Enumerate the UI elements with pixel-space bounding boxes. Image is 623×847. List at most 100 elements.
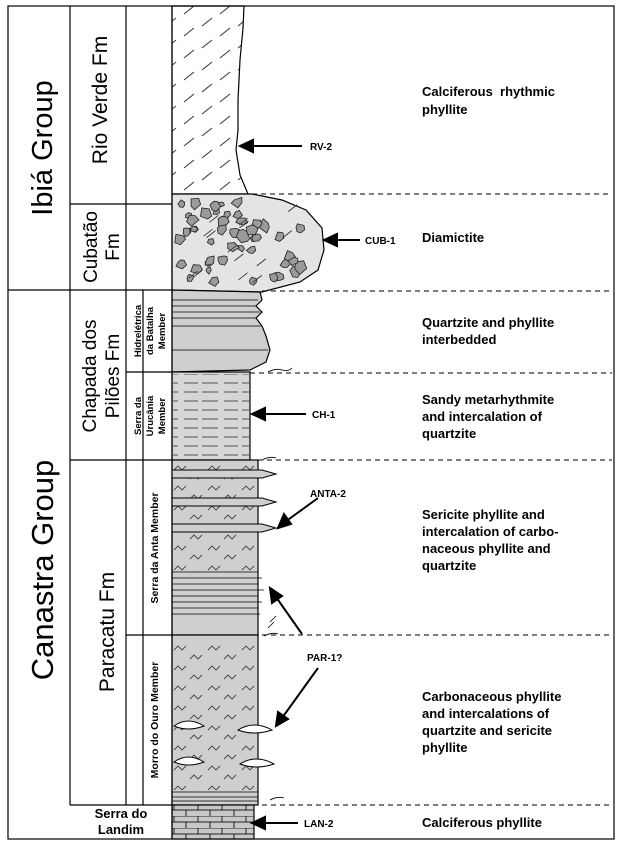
arrow-anta2	[284, 497, 319, 523]
clast-shape	[274, 231, 285, 242]
clast-shape	[209, 200, 222, 213]
lithology-desc-6d: phyllite	[422, 740, 468, 755]
lithology-desc-5b: intercalation of carbo-	[422, 524, 559, 539]
arrowhead-par1-up-icon	[268, 585, 284, 605]
clast-shape	[227, 242, 240, 253]
clast-shape	[174, 233, 187, 246]
lithology-desc-1b: phyllite	[422, 102, 468, 117]
morro-ouro-pattern	[173, 640, 257, 790]
clast-shape	[294, 260, 308, 276]
member-label-hidreletrica-2: da Batalha	[145, 306, 156, 355]
serra-anta-tongues	[171, 469, 278, 533]
diamictite-clasts	[174, 196, 308, 287]
clast-shape	[204, 255, 215, 266]
clast-shape	[269, 272, 279, 283]
hidreletrica-beds	[172, 299, 268, 351]
lithology-desc-4a: Sandy metarhythmite	[422, 392, 554, 407]
clast-shape	[190, 225, 199, 233]
lithology-desc-1a: Calciferous rhythmic	[422, 84, 555, 99]
member-label-hidreletrica-3: Member	[157, 312, 168, 349]
erosion-ticks	[261, 367, 293, 801]
matrix-dash	[234, 253, 244, 262]
serra-landim-unit	[171, 804, 255, 840]
matrix-dash	[206, 230, 216, 238]
matrix-dash	[238, 217, 249, 226]
clast-shape	[190, 197, 202, 211]
matrix-dash	[287, 204, 298, 212]
clast-shape	[205, 266, 212, 275]
matrix-dash	[238, 272, 248, 281]
urucania-pattern	[173, 374, 249, 458]
formation-label-chapada-2: Pilões Fm	[103, 334, 124, 418]
clast-shape	[182, 227, 191, 238]
member-label-serra-anta: Serra da Anta Member	[149, 492, 161, 603]
arrow-par1-up	[275, 596, 303, 635]
lithology-desc-4c: quartzite	[422, 426, 476, 441]
clast-shape	[251, 233, 262, 242]
morro-ouro-base-laminae	[172, 791, 258, 802]
arrowhead-ch1-icon	[249, 406, 266, 422]
group-label-canastra: Canastra Group	[25, 460, 60, 681]
member-label-morro-ouro: Morro do Ouro Member	[149, 662, 161, 779]
lithology-desc-5a: Sericite phyllite and	[422, 507, 545, 522]
formation-label-chapada-1: Chapada dos	[80, 319, 101, 432]
clast-shape	[223, 210, 232, 219]
member-label-hidreletrica-1: Hidrelétrica	[133, 304, 144, 357]
clast-shape	[208, 276, 220, 287]
clast-shape	[177, 199, 186, 208]
member-label-urucania-3: Member	[157, 397, 168, 434]
lithology-column	[171, 5, 325, 840]
member-label-urucania-1: Serra da	[133, 396, 144, 435]
arrowhead-par1-down-icon	[274, 710, 290, 728]
clast-shape	[287, 256, 299, 267]
arrowhead-lan2-icon	[249, 815, 266, 831]
morro-ouro-lenses	[172, 720, 276, 768]
arrowhead-rv2-icon	[237, 138, 254, 154]
matrix-dash	[252, 275, 263, 283]
matrix-dash	[256, 258, 267, 267]
sample-label-rv2: RV-2	[310, 142, 332, 153]
matrix-dash	[209, 214, 219, 223]
serra-anta-pattern	[173, 462, 257, 572]
lithology-desc-7: Calciferous phyllite	[422, 815, 542, 830]
lithology-desc-5d: quartzite	[422, 558, 476, 573]
figure-frame	[7, 5, 615, 840]
formation-label-serra-landim-1: Serra do	[95, 806, 148, 821]
clast-shape	[230, 196, 243, 209]
arrowhead-cub1-icon	[321, 232, 338, 248]
sample-arrows	[237, 138, 360, 831]
sample-label-par1: PAR-1?	[307, 653, 342, 664]
arrow-par1-down	[281, 667, 319, 719]
lithology-desc-4b: and intercalation of	[422, 409, 543, 424]
formation-label-serra-landim-2: Landim	[98, 822, 144, 837]
lithology-desc-6b: and intercalations of	[422, 706, 550, 721]
matrix-dash	[239, 220, 249, 229]
sample-label-cub1: CUB-1	[365, 236, 396, 247]
formation-label-cubatao-1: Cubatão	[81, 211, 102, 283]
clast-shape	[217, 255, 228, 266]
clast-shape	[206, 238, 215, 246]
lithology-desc-6a: Carbonaceous phyllite	[422, 689, 561, 704]
hidreletrica-unit	[171, 289, 271, 373]
formation-label-cubatao-2: Fm	[103, 233, 124, 260]
sample-label-anta2: ANTA-2	[310, 489, 346, 500]
matrix-dash	[188, 270, 198, 279]
lithology-desc-3a: Quartzite and phyllite	[422, 315, 554, 330]
clast-shape	[216, 224, 227, 236]
matrix-dash	[282, 230, 293, 238]
lithology-desc-2: Diamictite	[422, 230, 484, 245]
clast-shape	[175, 259, 188, 270]
matrix-dash	[227, 244, 238, 253]
clast-shape	[186, 215, 200, 227]
column-grid	[8, 6, 173, 839]
lithology-desc-6c: quartzite and sericite	[422, 723, 552, 738]
matrix-dash	[192, 270, 203, 278]
formation-label-rio-verde: Rio Verde Fm	[89, 36, 112, 164]
clast-shape	[295, 223, 306, 234]
lithology-desc-3b: interbedded	[422, 332, 496, 347]
group-label-ibia: Ibiá Group	[27, 80, 59, 215]
formation-label-paracatu: Paracatu Fm	[96, 572, 119, 692]
arrowhead-anta2-icon	[276, 511, 293, 530]
matrix-dash	[203, 228, 213, 237]
